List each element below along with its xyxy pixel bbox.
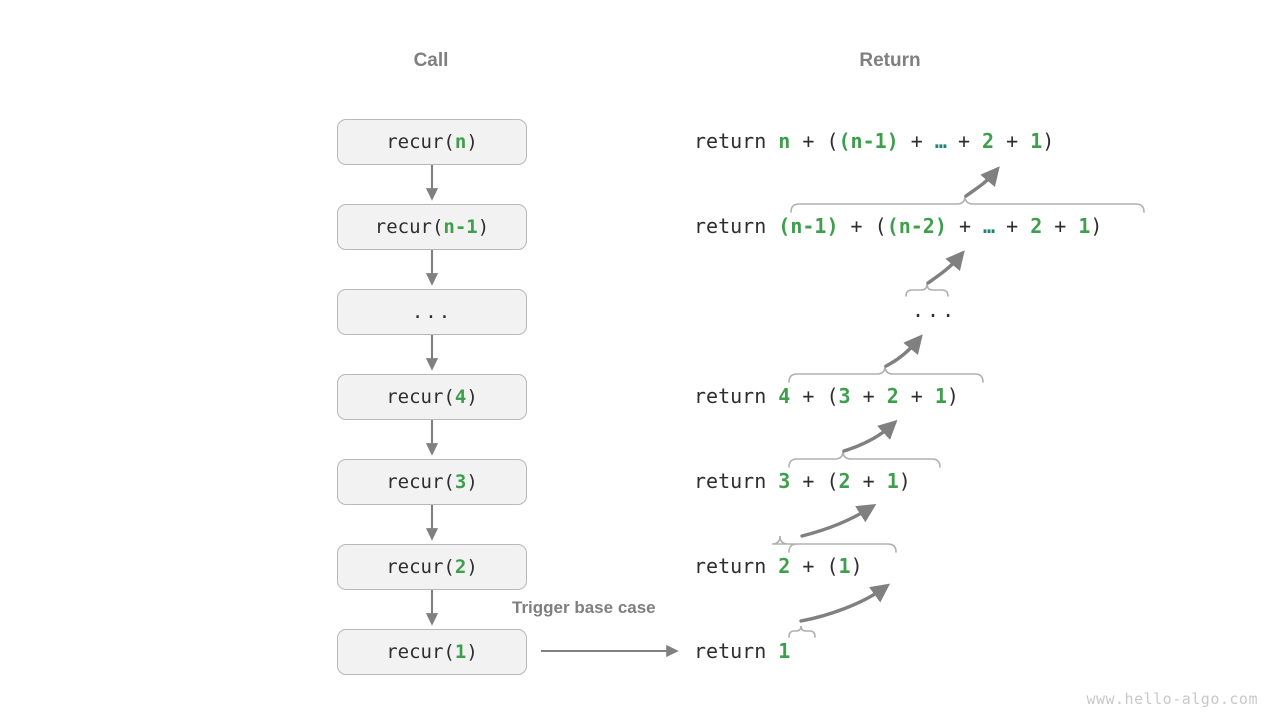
expression-value: 4 bbox=[778, 384, 791, 408]
expression-operator: + bbox=[898, 129, 935, 153]
return-line-1: return 1 bbox=[694, 641, 790, 661]
expression-value: 2 bbox=[778, 554, 791, 578]
expression-value: 2 bbox=[838, 469, 851, 493]
call-box-3[interactable]: recur(3) bbox=[337, 459, 527, 505]
call-argument: 2 bbox=[454, 556, 467, 578]
call-label-suffix: ) bbox=[466, 386, 478, 408]
return-keyword: return bbox=[694, 554, 779, 578]
call-argument: 3 bbox=[454, 471, 467, 493]
expression-operator: ) bbox=[1042, 129, 1055, 153]
call-label-prefix: recur( bbox=[386, 131, 455, 153]
expression-value: (n-1) bbox=[838, 129, 899, 153]
expression-operator: ) bbox=[946, 384, 959, 408]
expression-operator: ) bbox=[1090, 214, 1103, 238]
call-argument: n-1 bbox=[443, 216, 478, 238]
return-line-n: return n + ((n-1) + … + 2 + 1) bbox=[694, 131, 1054, 151]
expression-value: 1 bbox=[778, 639, 791, 663]
call-box-ellipsis-text: ... bbox=[411, 301, 453, 323]
expression-ellipsis: … bbox=[983, 214, 995, 238]
return-keyword: return bbox=[694, 129, 779, 153]
call-argument: n bbox=[454, 131, 467, 153]
return-ellipsis: ... bbox=[912, 298, 958, 322]
column-heading-call: Call bbox=[413, 50, 449, 71]
call-label-prefix: recur( bbox=[386, 386, 455, 408]
expression-value: 2 bbox=[982, 129, 995, 153]
expression-value: 2 bbox=[1030, 214, 1043, 238]
expression-operator: ) bbox=[898, 469, 911, 493]
expression-operator: + bbox=[946, 214, 984, 238]
call-box-n-1[interactable]: recur(n-1) bbox=[337, 204, 527, 250]
return-keyword: return bbox=[694, 214, 779, 238]
expression-value: n bbox=[778, 129, 791, 153]
expression-operator: + bbox=[945, 129, 983, 153]
call-label-prefix: recur( bbox=[386, 471, 455, 493]
call-label-prefix: recur( bbox=[386, 556, 455, 578]
return-keyword: return bbox=[694, 639, 779, 663]
call-label-suffix: ) bbox=[466, 556, 478, 578]
expression-operator: + bbox=[850, 384, 887, 408]
return-keyword: return bbox=[694, 384, 779, 408]
call-label-suffix: ) bbox=[466, 471, 478, 493]
column-heading-return: Return bbox=[859, 50, 921, 71]
expression-value: 1 bbox=[886, 469, 899, 493]
expression-value: (n-2) bbox=[886, 214, 947, 238]
expression-value: 1 bbox=[1078, 214, 1091, 238]
expression-operator: + bbox=[850, 469, 887, 493]
return-keyword: return bbox=[694, 469, 779, 493]
call-box-1[interactable]: recur(1) bbox=[337, 629, 527, 675]
call-box-4[interactable]: recur(4) bbox=[337, 374, 527, 420]
watermark: www.hello-algo.com bbox=[1086, 690, 1258, 708]
expression-ellipsis: … bbox=[934, 129, 947, 153]
call-label-prefix: recur( bbox=[374, 216, 444, 238]
expression-operator: ) bbox=[850, 554, 863, 578]
expression-value: 1 bbox=[838, 554, 851, 578]
expression-value: 3 bbox=[838, 384, 851, 408]
call-box-ellipsis[interactable]: ... bbox=[337, 289, 527, 335]
call-argument: 4 bbox=[454, 386, 467, 408]
expression-operator: + bbox=[1042, 214, 1079, 238]
call-box-n[interactable]: recur(n) bbox=[337, 119, 527, 165]
expression-operator: + ( bbox=[838, 214, 887, 238]
expression-operator: + ( bbox=[790, 129, 839, 153]
return-line-2: return 2 + (1) bbox=[694, 556, 863, 576]
call-box-2[interactable]: recur(2) bbox=[337, 544, 527, 590]
call-argument: 1 bbox=[454, 641, 467, 663]
expression-operator: + bbox=[994, 214, 1031, 238]
call-label-suffix: ) bbox=[477, 216, 490, 238]
call-label-suffix: ) bbox=[466, 641, 478, 663]
expression-operator: + ( bbox=[790, 384, 839, 408]
expression-operator: + bbox=[898, 384, 935, 408]
expression-value: (n-1) bbox=[778, 214, 839, 238]
trigger-base-case-label: Trigger base case bbox=[512, 598, 656, 617]
return-line-3: return 3 + (2 + 1) bbox=[694, 471, 911, 491]
return-line-4: return 4 + (3 + 2 + 1) bbox=[694, 386, 959, 406]
expression-operator: + ( bbox=[790, 469, 839, 493]
expression-operator: + ( bbox=[790, 554, 839, 578]
expression-value: 1 bbox=[934, 384, 947, 408]
expression-value: 2 bbox=[886, 384, 899, 408]
call-label-suffix: ) bbox=[466, 131, 478, 153]
expression-value: 3 bbox=[778, 469, 791, 493]
return-line-n-1: return (n-1) + ((n-2) + … + 2 + 1) bbox=[694, 216, 1102, 236]
call-label-prefix: recur( bbox=[386, 641, 455, 663]
expression-value: 1 bbox=[1030, 129, 1043, 153]
expression-operator: + bbox=[994, 129, 1031, 153]
